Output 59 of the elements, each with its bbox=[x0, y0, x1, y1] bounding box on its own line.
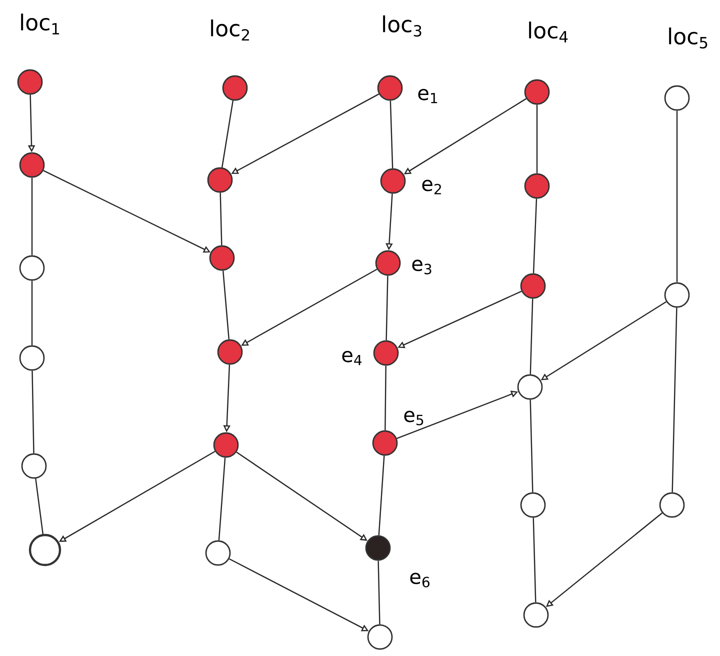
circle-node bbox=[217, 339, 243, 365]
line bbox=[532, 518, 536, 602]
circle-node bbox=[380, 168, 406, 194]
circle-node bbox=[520, 273, 546, 299]
circle-node bbox=[520, 492, 546, 518]
line bbox=[536, 104, 538, 174]
line bbox=[220, 192, 222, 246]
circle-node bbox=[523, 602, 549, 628]
circle-node bbox=[213, 432, 239, 458]
circle-node bbox=[19, 255, 45, 281]
circle-node bbox=[21, 453, 47, 479]
circle-node bbox=[365, 535, 391, 561]
circle-node bbox=[17, 69, 43, 95]
line bbox=[672, 308, 678, 492]
line bbox=[222, 270, 230, 340]
column-heading: loc$_{5}$ bbox=[669, 28, 708, 48]
line bbox=[218, 458, 226, 540]
circle-node bbox=[209, 245, 235, 271]
circle-node bbox=[664, 85, 690, 111]
line bbox=[532, 198, 538, 274]
event-label: e$_{4}$ bbox=[342, 350, 362, 366]
column-heading: loc$_{1}$ bbox=[21, 14, 60, 34]
circle-node bbox=[205, 540, 231, 566]
circle-node bbox=[367, 624, 393, 650]
column-heading: loc$_{4}$ bbox=[529, 22, 568, 42]
line bbox=[35, 478, 44, 534]
circle-node bbox=[373, 340, 399, 366]
line bbox=[386, 276, 388, 340]
circle-node bbox=[517, 374, 543, 400]
line bbox=[31, 178, 33, 256]
circle-node bbox=[377, 75, 403, 101]
event-label: e$_{1}$ bbox=[418, 88, 438, 104]
line bbox=[530, 400, 534, 492]
line bbox=[378, 456, 385, 536]
event-label: e$_{5}$ bbox=[404, 410, 424, 426]
circle-node bbox=[524, 79, 550, 105]
circle-node bbox=[207, 167, 233, 193]
line bbox=[390, 100, 394, 168]
event-label: e$_{6}$ bbox=[410, 572, 430, 588]
line bbox=[221, 100, 234, 168]
circle-node bbox=[372, 430, 398, 456]
circle-node bbox=[19, 152, 45, 178]
circle-node bbox=[19, 345, 45, 371]
circle-node bbox=[375, 250, 401, 276]
line bbox=[676, 110, 678, 282]
line bbox=[32, 370, 34, 454]
circle-node bbox=[524, 173, 550, 199]
event-label: e$_{3}$ bbox=[412, 260, 432, 274]
circle-node bbox=[664, 282, 690, 308]
line bbox=[530, 298, 534, 374]
circle-node bbox=[222, 75, 248, 101]
circle-node bbox=[28, 534, 62, 566]
line bbox=[31, 280, 33, 346]
column-heading: loc$_{3}$ bbox=[383, 15, 422, 37]
event-label: e$_{2}$ bbox=[422, 180, 441, 194]
column-heading: loc$_{2}$ bbox=[211, 20, 249, 40]
circle-node bbox=[659, 492, 685, 518]
line bbox=[378, 560, 380, 624]
line bbox=[384, 366, 386, 430]
